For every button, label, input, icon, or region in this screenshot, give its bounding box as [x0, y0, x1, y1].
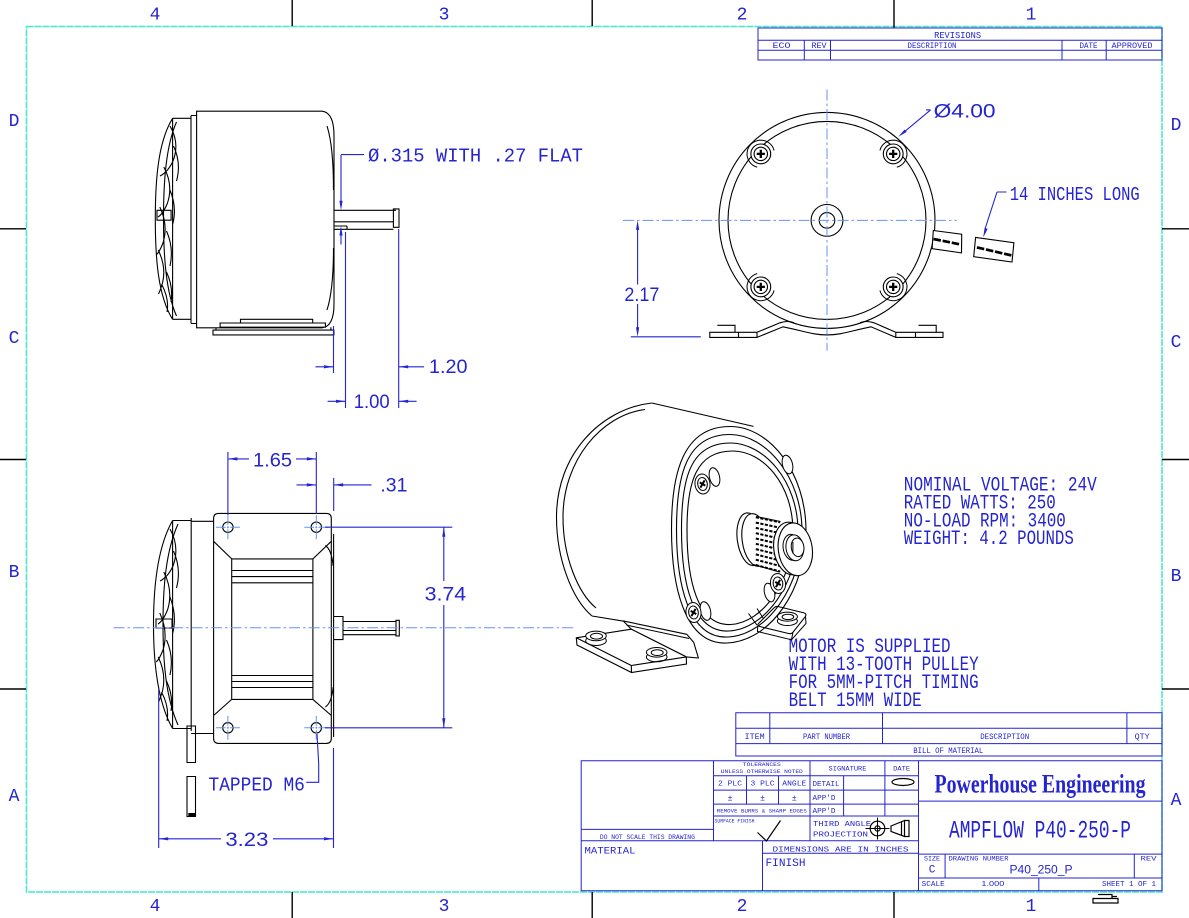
svg-text:2.17: 2.17 — [624, 285, 659, 306]
svg-text:2: 2 — [737, 897, 748, 917]
svg-text:4: 4 — [150, 897, 161, 917]
svg-text:Ø.315 WITH .27 FLAT: Ø.315 WITH .27 FLAT — [368, 146, 583, 168]
svg-text:A: A — [9, 787, 20, 807]
svg-text:P40_250_P: P40_250_P — [1010, 863, 1073, 877]
svg-text:1.000: 1.000 — [981, 881, 1004, 888]
svg-text:BELT 15MM WIDE: BELT 15MM WIDE — [789, 690, 922, 713]
svg-text:A: A — [1171, 791, 1182, 811]
svg-text:B: B — [9, 563, 20, 583]
svg-text:THIRD ANGLE: THIRD ANGLE — [813, 821, 871, 829]
svg-text:WEIGHT: 4.2 POUNDS: WEIGHT: 4.2 POUNDS — [904, 528, 1074, 551]
svg-text:3: 3 — [439, 897, 450, 917]
svg-text:±: ± — [760, 795, 765, 804]
svg-text:PROJECTION: PROJECTION — [813, 832, 868, 840]
svg-text:DO NOT SCALE THIS DRAWING: DO NOT SCALE THIS DRAWING — [600, 834, 695, 841]
svg-text:PART NUMBER: PART NUMBER — [803, 733, 850, 742]
svg-text:SURFACE FINISH: SURFACE FINISH — [715, 817, 755, 824]
svg-text:APPROVED: APPROVED — [1112, 42, 1153, 51]
svg-text:RATED WATTS: 250: RATED WATTS: 250 — [904, 492, 1056, 515]
svg-text:D: D — [1171, 116, 1182, 136]
svg-text:B: B — [1171, 567, 1182, 587]
svg-text:WITH 13-TOOTH PULLEY: WITH 13-TOOTH PULLEY — [789, 654, 979, 677]
svg-text:QTY: QTY — [1135, 733, 1150, 742]
svg-text:FOR 5MM-PITCH TIMING: FOR 5MM-PITCH TIMING — [789, 672, 979, 695]
svg-text:SCALE: SCALE — [922, 881, 945, 889]
svg-text:BILL OF MATERIAL: BILL OF MATERIAL — [913, 747, 983, 756]
svg-text:±: ± — [792, 795, 797, 804]
svg-text:DRAWING NUMBER: DRAWING NUMBER — [949, 856, 1009, 863]
svg-text:DESCRIPTION: DESCRIPTION — [980, 733, 1029, 742]
svg-text:14 INCHES LONG: 14 INCHES LONG — [1010, 184, 1140, 206]
svg-text:C: C — [1171, 333, 1182, 353]
svg-text:REVISIONS: REVISIONS — [934, 30, 981, 41]
svg-text:2 PLC: 2 PLC — [718, 781, 742, 789]
svg-text:MOTOR IS SUPPLIED: MOTOR IS SUPPLIED — [789, 636, 951, 659]
svg-text:1.00: 1.00 — [354, 392, 390, 413]
svg-text:ECO: ECO — [773, 42, 791, 51]
svg-text:SHEET 1 OF 1: SHEET 1 OF 1 — [1102, 881, 1156, 889]
svg-text:DATE: DATE — [1080, 42, 1098, 51]
svg-text:2: 2 — [737, 6, 748, 26]
svg-text:1.65: 1.65 — [253, 451, 292, 472]
svg-text:REMOVE BURRS & SHARP EDGES: REMOVE BURRS & SHARP EDGES — [717, 807, 808, 814]
svg-text:TAPPED M6: TAPPED M6 — [209, 775, 305, 797]
svg-text:SIGNATURE: SIGNATURE — [829, 766, 867, 773]
svg-text:Powerhouse Engineering: Powerhouse Engineering — [935, 770, 1146, 799]
svg-text:MATERIAL: MATERIAL — [585, 847, 636, 858]
svg-text:Ø4.00: Ø4.00 — [934, 102, 996, 123]
svg-text:DESCRIPTION: DESCRIPTION — [908, 42, 957, 51]
svg-text:1.20: 1.20 — [429, 357, 468, 378]
svg-text:3.23: 3.23 — [225, 830, 268, 851]
svg-text:UNLESS OTHERWISE NOTED: UNLESS OTHERWISE NOTED — [721, 768, 804, 775]
svg-text:4: 4 — [150, 6, 161, 26]
svg-text:NOMINAL VOLTAGE: 24V: NOMINAL VOLTAGE: 24V — [904, 475, 1097, 498]
svg-text:DETAIL: DETAIL — [813, 781, 840, 789]
svg-text:3: 3 — [439, 6, 450, 26]
svg-text:SIZE: SIZE — [924, 856, 940, 863]
svg-text:.31: .31 — [380, 476, 407, 497]
svg-text:APP'D: APP'D — [813, 808, 836, 816]
svg-text:AMPFLOW P40-250-P: AMPFLOW P40-250-P — [949, 817, 1131, 846]
svg-text:3 PLC: 3 PLC — [751, 781, 775, 789]
svg-text:TOLERANCES: TOLERANCES — [743, 761, 782, 768]
svg-text:1: 1 — [1026, 6, 1037, 26]
svg-text:REV: REV — [812, 42, 827, 51]
svg-text:D: D — [9, 112, 20, 132]
svg-text:C: C — [9, 329, 20, 349]
svg-text:C: C — [929, 865, 936, 877]
svg-text:ANGLE: ANGLE — [782, 781, 806, 789]
svg-text:3.74: 3.74 — [425, 584, 467, 605]
svg-text:NO-LOAD RPM: 3400: NO-LOAD RPM: 3400 — [904, 510, 1066, 533]
svg-text:DATE: DATE — [893, 766, 910, 773]
svg-text:DIMENSIONS ARE IN INCHES: DIMENSIONS ARE IN INCHES — [773, 847, 909, 855]
svg-text:FINISH: FINISH — [766, 858, 806, 870]
svg-text:REV: REV — [1141, 856, 1158, 863]
svg-text:ITEM: ITEM — [745, 733, 765, 742]
svg-text:1: 1 — [1026, 897, 1037, 917]
svg-text:APP'D: APP'D — [813, 795, 836, 803]
svg-text:±: ± — [728, 795, 733, 804]
